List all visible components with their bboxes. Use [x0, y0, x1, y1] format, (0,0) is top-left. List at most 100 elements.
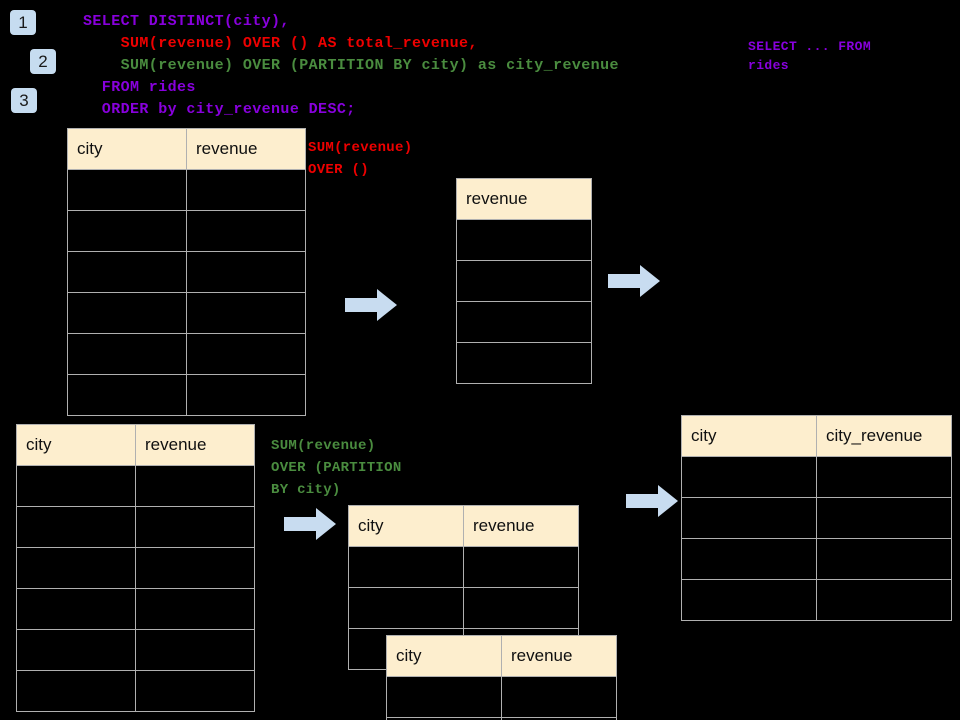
table-cell: [681, 538, 817, 580]
table-row: [16, 670, 255, 712]
table-cell: [16, 465, 136, 507]
column-header-revenue: revenue: [456, 178, 592, 220]
arrow-total-to-result-top: [608, 265, 660, 297]
sql-line-order-by: ORDER by city_revenue DESC;: [83, 101, 356, 118]
sql-line-city-revenue: SUM(revenue) OVER (PARTITION BY city) as…: [83, 57, 619, 74]
column-header-revenue: revenue: [135, 424, 255, 466]
table-header-row: revenue: [456, 178, 592, 220]
table-cell: [16, 547, 136, 589]
table-row: [348, 546, 579, 588]
table-cell: [186, 333, 306, 375]
table-cell: [816, 579, 952, 621]
table-cell: [186, 210, 306, 252]
table-cell: [16, 588, 136, 630]
table-row: [456, 260, 592, 302]
table-row: [67, 333, 306, 375]
table-cell: [816, 497, 952, 539]
table-row: [16, 588, 255, 630]
table-cell: [386, 676, 502, 718]
table-cell: [67, 374, 187, 416]
table-cell: [456, 342, 592, 384]
table-row: [456, 342, 592, 384]
table-row: [681, 497, 952, 539]
table-cell: [135, 465, 255, 507]
step-badge-1: 1: [10, 10, 36, 35]
annotation-select-from-rides: SELECT ... FROM rides: [748, 39, 872, 73]
step-badge-3: 3: [11, 88, 37, 113]
column-header-revenue: revenue: [186, 128, 306, 170]
column-header-city: city: [681, 415, 817, 457]
table-row: [16, 465, 255, 507]
table-cell: [135, 588, 255, 630]
table-cell: [186, 374, 306, 416]
table-row: [67, 251, 306, 293]
column-header-city: city: [67, 128, 187, 170]
table-cell: [67, 169, 187, 211]
table-cell: [681, 497, 817, 539]
sql-line-from: FROM rides: [83, 79, 196, 96]
table-row: [456, 219, 592, 261]
table-row: [681, 538, 952, 580]
table-cell: [67, 251, 187, 293]
table-row: [456, 301, 592, 343]
total-revenue-table: revenue: [456, 178, 592, 384]
annotation-sum-over-partition: SUM(revenue) OVER (PARTITION BY city): [271, 438, 402, 498]
table-cell: [348, 546, 464, 588]
table-row: [348, 587, 579, 629]
table-cell: [135, 670, 255, 712]
column-header-city_revenue: city_revenue: [816, 415, 952, 457]
arrow-rides-to-total: [345, 289, 397, 321]
table-row: [67, 292, 306, 334]
table-cell: [501, 717, 617, 720]
column-header-city: city: [348, 505, 464, 547]
table-row: [681, 456, 952, 498]
table-row: [16, 629, 255, 671]
table-cell: [816, 538, 952, 580]
table-cell: [186, 292, 306, 334]
table-row: [681, 579, 952, 621]
table-row: [67, 210, 306, 252]
table-cell: [463, 587, 579, 629]
sql-line-select: SELECT DISTINCT(city),: [83, 13, 290, 30]
step-badge-2: 2: [30, 49, 56, 74]
column-header-revenue: revenue: [463, 505, 579, 547]
table-cell: [348, 587, 464, 629]
table-cell: [16, 506, 136, 548]
table-cell: [67, 210, 187, 252]
table-cell: [186, 251, 306, 293]
table-cell: [463, 546, 579, 588]
table-row: [67, 374, 306, 416]
sql-line-total-revenue: SUM(revenue) OVER () AS total_revenue,: [83, 35, 478, 52]
table-row: [386, 676, 617, 718]
table-cell: [135, 547, 255, 589]
table-row: [386, 717, 617, 720]
table-cell: [816, 456, 952, 498]
table-cell: [456, 260, 592, 302]
table-row: [67, 169, 306, 211]
table-cell: [501, 676, 617, 718]
table-cell: [186, 169, 306, 211]
table-row: [16, 547, 255, 589]
table-cell: [681, 579, 817, 621]
table-cell: [456, 301, 592, 343]
table-row: [16, 506, 255, 548]
table-cell: [135, 506, 255, 548]
table-cell: [67, 333, 187, 375]
arrow-rides-to-partition: [284, 508, 336, 540]
column-header-revenue: revenue: [501, 635, 617, 677]
column-header-city: city: [16, 424, 136, 466]
table-cell: [681, 456, 817, 498]
table-cell: [135, 629, 255, 671]
annotation-sum-over-empty: SUM(revenue) OVER (): [308, 140, 413, 178]
table-cell: [16, 670, 136, 712]
